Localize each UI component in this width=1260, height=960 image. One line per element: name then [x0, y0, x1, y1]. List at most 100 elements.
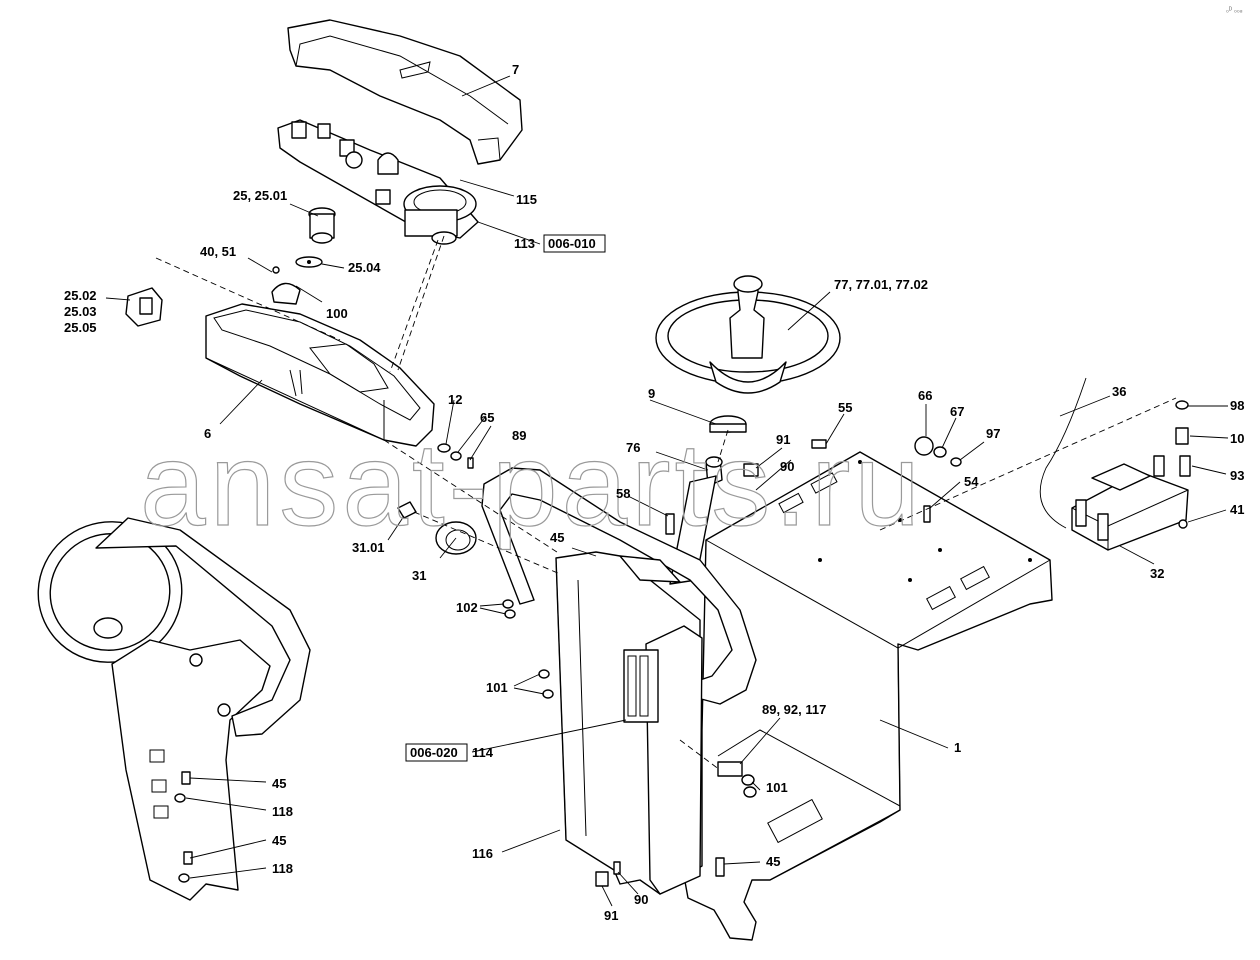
label-91-bottom: 91 [604, 908, 618, 923]
label-114: 114 [472, 745, 494, 760]
label-93: 93 [1230, 468, 1244, 483]
label-9: 9 [648, 386, 655, 401]
label-6: 6 [204, 426, 211, 441]
washer-25-04-part [295, 256, 323, 268]
label-76: 76 [626, 440, 640, 455]
label-7: 7 [512, 62, 519, 77]
label-115: 115 [516, 192, 537, 207]
label-31-01: 31.01 [352, 540, 385, 555]
label-41: 41 [1230, 502, 1244, 517]
assembly-line-module [879, 397, 1177, 531]
gear-66-part [914, 436, 934, 456]
bolt-93-part [1179, 455, 1191, 477]
nut-97-part [950, 457, 962, 467]
assembly-line-wheel [717, 429, 729, 463]
label-118-1: 118 [272, 804, 293, 819]
nut-12-part [437, 443, 451, 453]
label-40-51: 40, 51 [200, 244, 236, 259]
assembly-line-dash [383, 439, 561, 555]
clamp-91-bottom-part [595, 871, 609, 887]
bolt-45-bottom-part [715, 857, 725, 877]
label-97: 97 [986, 426, 1000, 441]
washer-67-part [933, 446, 947, 458]
label-101-left: 101 [486, 680, 508, 695]
bolt-54-part [923, 505, 931, 523]
clamp-91-part [743, 463, 759, 477]
ignition-switch-part [308, 207, 336, 244]
label-32: 32 [1150, 566, 1164, 581]
label-98: 98 [1230, 398, 1244, 413]
label-118-2: 118 [272, 861, 293, 876]
top-cover-part [287, 19, 523, 165]
label-25-04: 25.04 [348, 260, 381, 275]
console-panel-part [555, 551, 703, 895]
spacer-10-part [1175, 427, 1189, 445]
label-102: 102 [456, 600, 478, 615]
washer-65-part [450, 451, 462, 461]
bracket-89-92-117-part [717, 761, 743, 777]
label-45-left2: 45 [272, 833, 286, 848]
label-25-03: 25.03 [64, 304, 97, 319]
watermark-text: ansat-parts.ru [140, 419, 924, 551]
cable-36 [1039, 377, 1087, 529]
nuts-101-lower-part [741, 774, 757, 798]
assembly-line-key [413, 511, 561, 575]
label-90-bottom: 90 [634, 892, 648, 907]
label-45-top: 45 [550, 530, 564, 545]
assembly-line-switch [155, 257, 341, 341]
assembly-line-bracket [679, 739, 721, 771]
control-module-part [1071, 455, 1189, 551]
label-55: 55 [838, 400, 852, 415]
corner-code: ₀ᴰ ₀₀₈ [1226, 7, 1243, 14]
label-54: 54 [964, 474, 979, 489]
main-frame-part [683, 451, 1053, 941]
reference-assembly-part [37, 517, 311, 901]
label-31: 31 [412, 568, 426, 583]
screw-90-bottom-part [613, 861, 621, 875]
label-25-25-01: 25, 25.01 [233, 188, 287, 203]
label-101-right: 101 [766, 780, 788, 795]
label-113: 113 [514, 236, 535, 251]
label-91-top: 91 [776, 432, 790, 447]
label-58: 58 [616, 486, 630, 501]
nuts-101-part [538, 669, 554, 699]
ref-006-020[interactable]: 006-020 [410, 745, 458, 760]
label-89: 89 [512, 428, 526, 443]
label-45-left1: 45 [272, 776, 286, 791]
label-12: 12 [448, 392, 462, 407]
dash-panel-part [205, 303, 435, 447]
steering-wheel-part [655, 275, 841, 394]
nut-41-part [1178, 519, 1188, 529]
label-116: 116 [472, 846, 493, 861]
label-89-92-117: 89, 92, 117 [762, 702, 826, 717]
label-77: 77, 77.01, 77.02 [834, 277, 928, 292]
label-1: 1 [954, 740, 961, 755]
label-10: 10 [1230, 431, 1244, 446]
label-67: 67 [950, 404, 964, 419]
clip-100-part [271, 266, 301, 305]
leader-lines [105, 75, 1229, 907]
handle-bar-part [481, 467, 757, 705]
label-65: 65 [480, 410, 494, 425]
label-100: 100 [326, 306, 348, 321]
screw-89-part [467, 457, 474, 469]
nuts-102-part [502, 599, 516, 619]
nut-98-part [1175, 400, 1189, 410]
label-66: 66 [918, 388, 932, 403]
label-90-top: 90 [780, 459, 794, 474]
bolt-58-part [665, 513, 675, 535]
bushing-9-part [709, 415, 747, 433]
assembly-line-cluster [389, 235, 445, 373]
label-25-02: 25.02 [64, 288, 97, 303]
switch-25-02-part [125, 287, 163, 327]
ref-box-006-010 [543, 234, 606, 253]
ref-006-010[interactable]: 006-010 [548, 236, 596, 251]
label-45-bottom: 45 [766, 854, 780, 869]
label-36: 36 [1112, 384, 1126, 399]
label-25-05: 25.05 [64, 320, 97, 335]
instrument-cluster-part [277, 119, 479, 245]
key-31-01-part [397, 501, 417, 519]
ref-box-006-020 [405, 743, 468, 762]
